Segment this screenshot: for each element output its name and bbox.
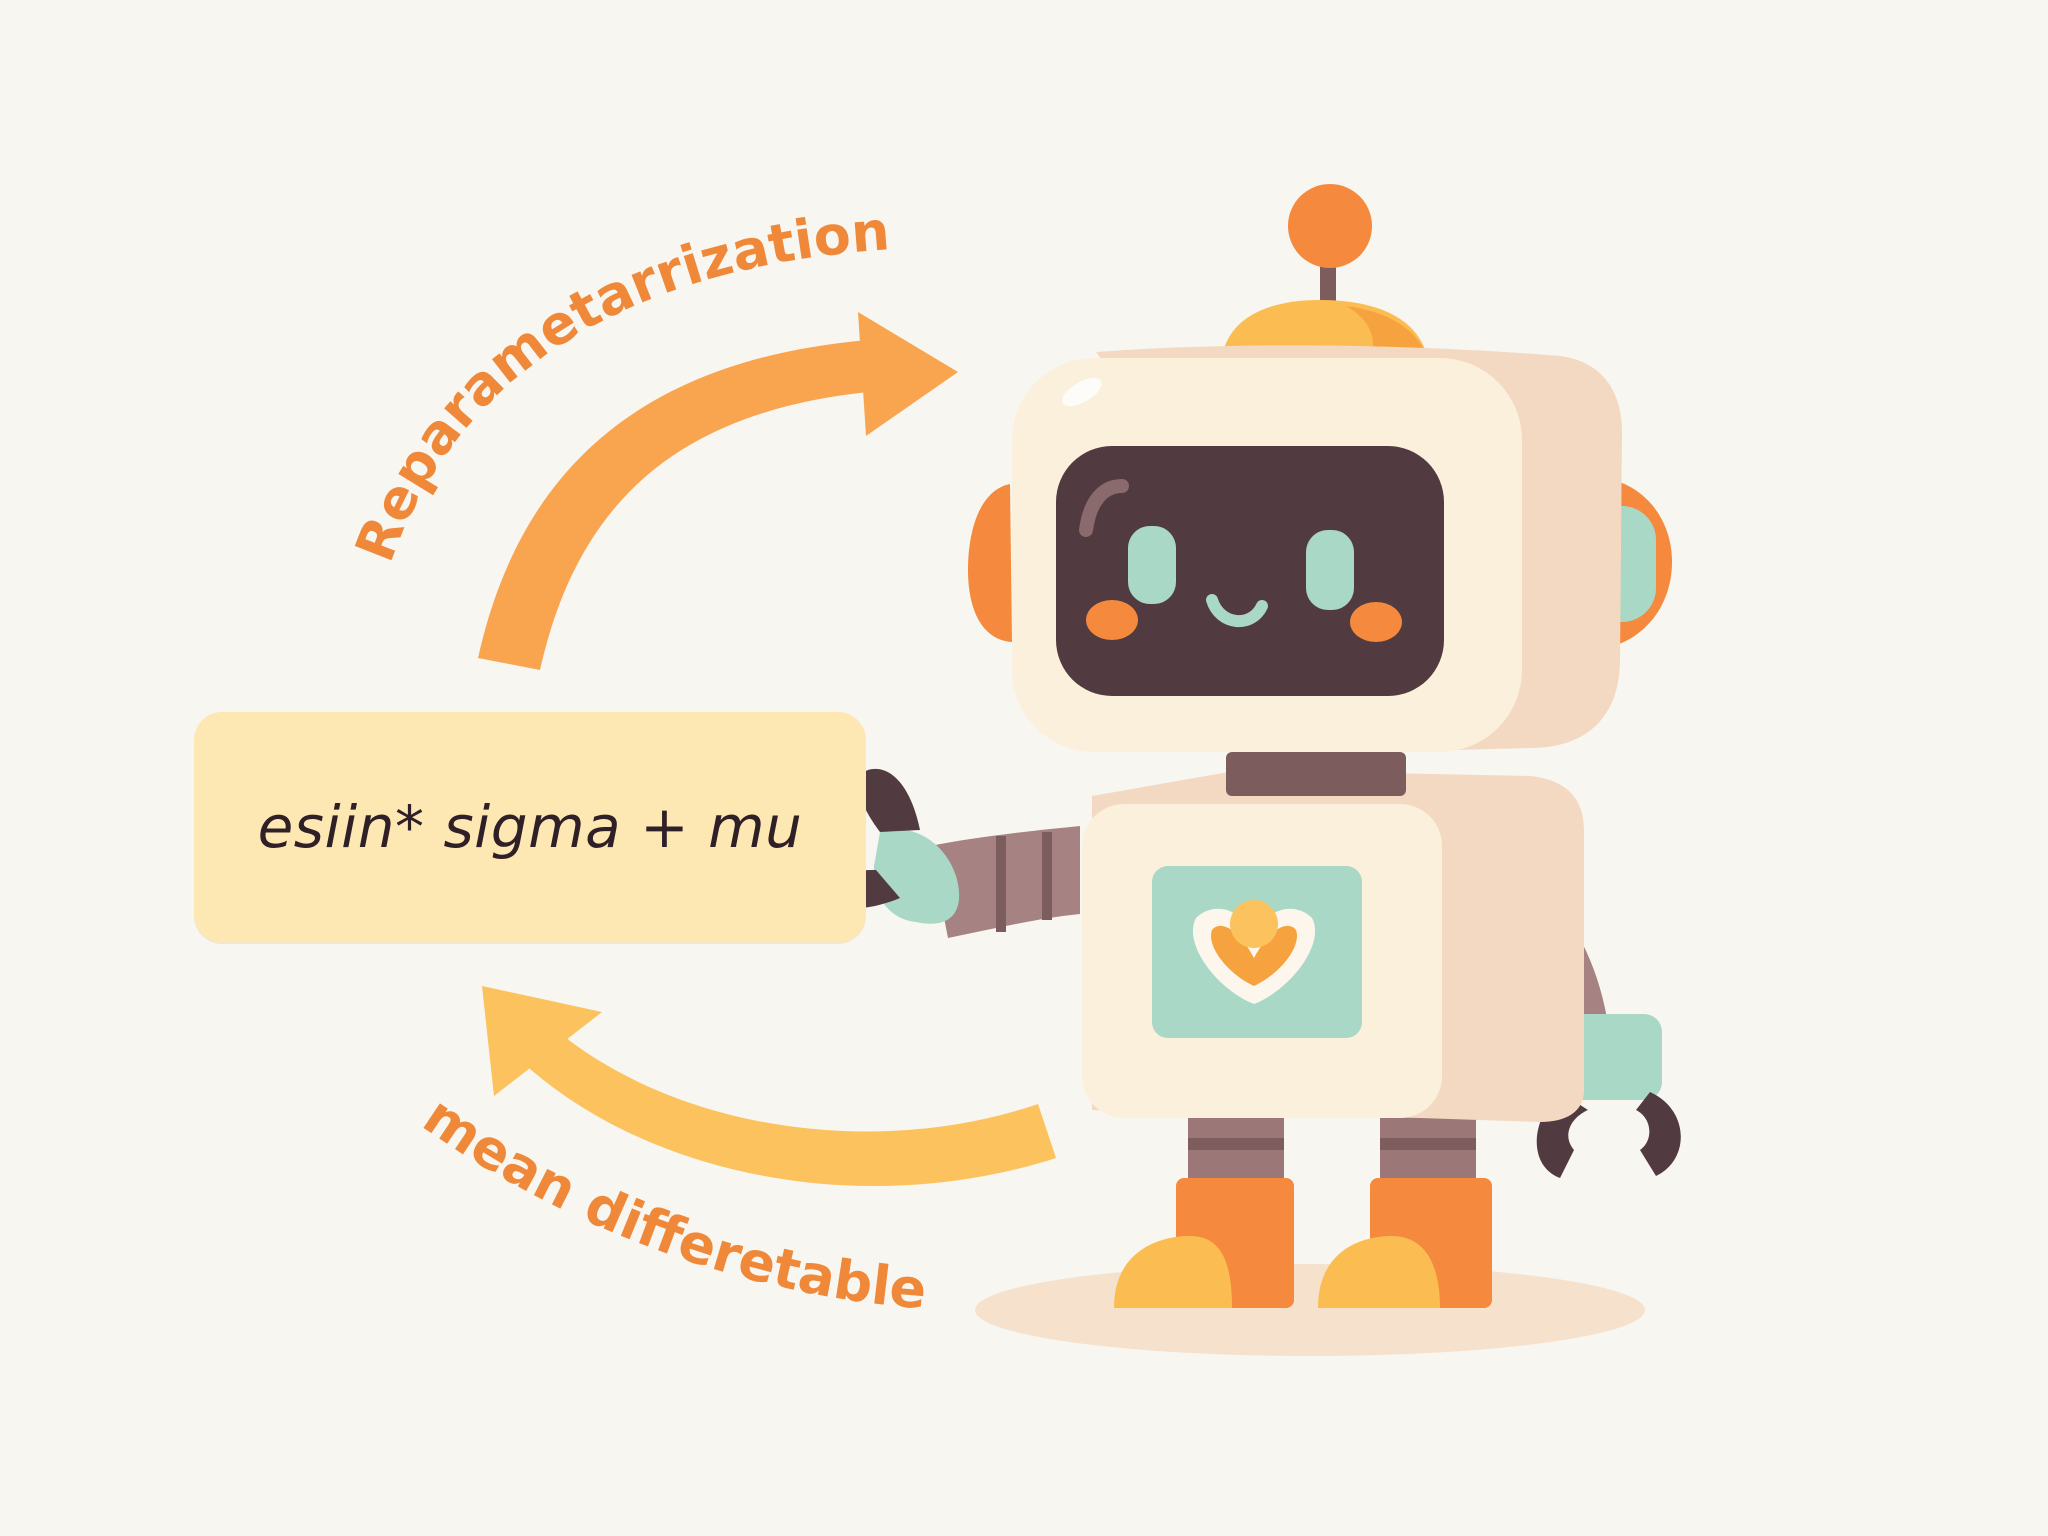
robot-left-cheek xyxy=(1086,600,1138,640)
robot-right-eye xyxy=(1306,530,1354,610)
robot-left-boot xyxy=(1114,1178,1294,1308)
robot-torso xyxy=(1082,770,1584,1122)
robot-illustration xyxy=(817,184,1681,1308)
ground-shadow xyxy=(975,1264,1645,1356)
robot-face-screen xyxy=(1056,446,1444,696)
robot-right-boot xyxy=(1318,1178,1492,1308)
top-curved-arrow-icon xyxy=(478,312,958,670)
formula-text: esiin* sigma + mu xyxy=(257,793,803,861)
robot-left-eye xyxy=(1128,526,1176,604)
robot-neck xyxy=(1226,752,1406,796)
robot-smile xyxy=(1206,594,1268,627)
bottom-curved-arrow-icon xyxy=(482,986,1056,1187)
robot-right-cheek xyxy=(1350,602,1402,642)
robot-left-ear xyxy=(968,484,1012,642)
robot-antenna xyxy=(1222,184,1428,360)
formula-box: esiin* sigma + mu xyxy=(194,712,866,942)
heart-v-icon xyxy=(1192,900,1316,1004)
